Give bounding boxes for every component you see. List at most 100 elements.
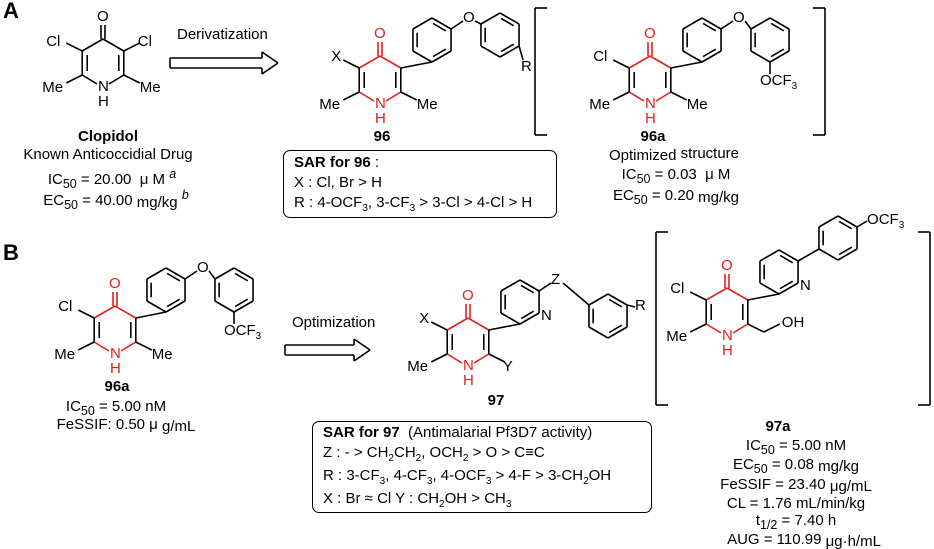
ring-bond <box>705 323 722 334</box>
aromatic-bond <box>166 298 181 308</box>
atom-me-label: Me <box>589 96 611 113</box>
bond <box>400 91 418 101</box>
ring-bond <box>108 74 125 85</box>
atom-n-label: N <box>800 277 811 294</box>
bond <box>519 312 540 325</box>
atom-me-label: Me <box>666 328 688 345</box>
ring-bond <box>732 323 749 334</box>
bond <box>607 293 628 306</box>
bond <box>612 91 630 101</box>
bond <box>689 291 707 301</box>
ring-bond <box>467 317 490 331</box>
bond <box>480 12 501 25</box>
bond <box>165 267 186 280</box>
clopidol-ec50: EC50 = 40.00 mg/kg b <box>43 188 189 212</box>
ring-bond <box>358 91 375 102</box>
bond <box>588 293 609 306</box>
sar-97-box: SAR for 97 (Antimalarial Pf3D7 activity)… <box>312 421 652 513</box>
bond <box>778 282 799 295</box>
aromatic-bond <box>432 22 447 32</box>
atom-o-label: O <box>97 8 109 25</box>
atom-x-label: X <box>419 310 430 327</box>
atom-ocf3-label: OCF3 <box>224 322 262 342</box>
bond <box>769 17 790 30</box>
ring-bond <box>81 74 98 85</box>
atom-h-label: H <box>722 342 733 359</box>
bond <box>135 311 167 319</box>
bond <box>146 300 167 313</box>
clopidol-name: Clopidol <box>78 128 138 145</box>
atom-ocf3-label: OCF3 <box>867 211 905 231</box>
atom-r-label: R <box>635 297 646 314</box>
atom-me-label: Me <box>686 96 708 113</box>
atom-n-label: N <box>98 78 109 95</box>
bond <box>430 353 448 363</box>
arrow-head <box>261 62 279 75</box>
sar-96-line-x: X : Cl, Br > H <box>294 174 382 191</box>
ring-bond <box>120 341 137 352</box>
atom-o-label: O <box>733 9 745 26</box>
aromatic-bond <box>520 310 535 320</box>
compound-96a-number: 96a <box>640 128 666 145</box>
atom-y-label: Y <box>502 358 513 375</box>
aromatic-bond <box>770 48 785 58</box>
bond <box>353 349 371 362</box>
derivatization-label: Derivatization <box>177 26 268 43</box>
clopidol-ic50: IC50 = 20.00 μ M a <box>47 167 177 191</box>
atom-cl-label: Cl <box>137 33 152 50</box>
substituent-bond <box>123 74 141 84</box>
aromatic-bond <box>500 17 515 27</box>
aromatic-bond <box>838 220 853 230</box>
atom-cl-label: Cl <box>593 48 608 65</box>
bond <box>744 20 752 30</box>
atom-o-label: O <box>462 287 474 304</box>
bond <box>431 17 452 30</box>
atom-me-label: Me <box>54 346 76 363</box>
atom-h-label: H <box>110 360 121 377</box>
ring-bond <box>649 55 672 69</box>
bond <box>342 91 360 101</box>
aromatic-bond <box>520 284 535 294</box>
ring-bond <box>93 341 110 352</box>
bond <box>837 215 858 228</box>
atom-n-label: N <box>375 95 386 112</box>
aromatic-bond <box>838 246 853 256</box>
aromatic-bond <box>234 298 249 308</box>
compound-97a-aug: AUG = 110.99 μg·h/mL <box>727 531 881 549</box>
bond <box>431 50 452 63</box>
sar-96-line-r: R : 4-OCF3, 3-CF3 > 3-Cl > 4-Cl > H <box>294 194 533 214</box>
sar-97-title: SAR for 97 (Antimalarial Pf3D7 activity) <box>323 424 593 441</box>
atom-h-label: H <box>98 93 109 110</box>
atom-o-label: O <box>463 9 475 26</box>
bond <box>626 304 636 308</box>
compound-97a-cl: CL = 1.76 mL/min/kg <box>726 495 866 512</box>
bond <box>412 50 433 63</box>
compound-96-number: 96 <box>373 128 391 145</box>
aromatic-bond <box>166 272 181 282</box>
bond <box>412 17 433 30</box>
atom-me-label: Me <box>42 79 64 96</box>
bond <box>797 248 820 262</box>
bond <box>759 282 780 295</box>
ring-bond <box>628 91 645 102</box>
compound-97a-ic50: IC50 = 5.00 nM <box>745 437 847 457</box>
bond <box>612 59 630 69</box>
aromatic-bond <box>234 272 249 282</box>
atom-o-label: O <box>109 275 121 292</box>
bond <box>837 248 858 261</box>
atom-me-label: Me <box>319 96 341 113</box>
bond <box>450 20 464 30</box>
compound-96a-ic50: IC50 = 0.03 μ M <box>621 166 731 186</box>
atom-o-label: O <box>644 25 656 42</box>
bond <box>763 323 781 333</box>
atom-cl-label: Cl <box>670 280 685 297</box>
ring-bond <box>81 38 104 52</box>
compound-97-number: 97 <box>487 392 505 409</box>
atom-z-label: Z <box>551 271 561 288</box>
bond <box>747 293 780 301</box>
bond <box>670 61 703 69</box>
atom-x-label: X <box>331 48 342 65</box>
atom-o-label: O <box>374 25 386 42</box>
atom-me-label: Me <box>139 79 161 96</box>
aromatic-bond <box>608 324 623 334</box>
